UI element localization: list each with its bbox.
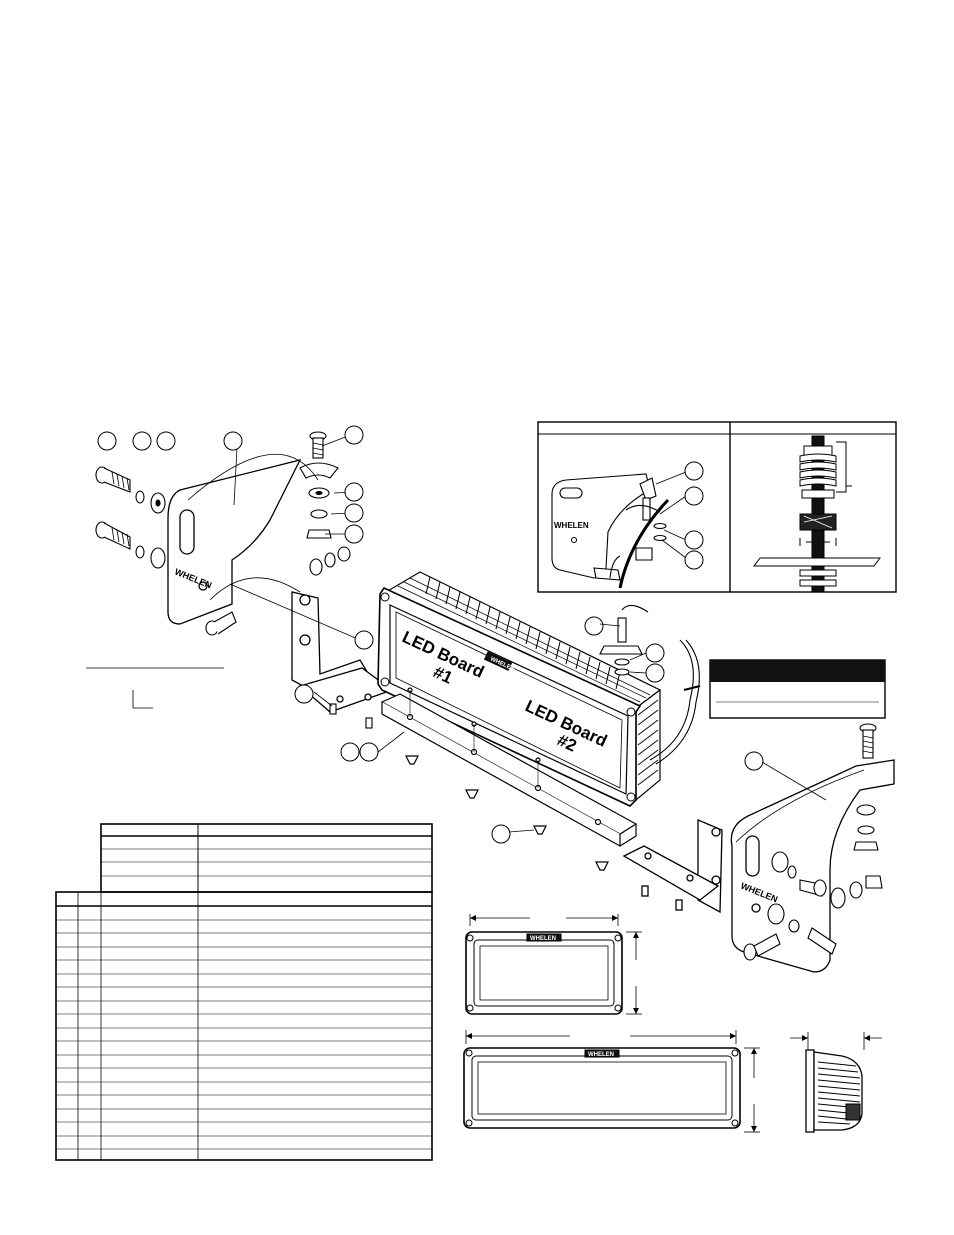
vertical-bolt-stack bbox=[299, 431, 339, 539]
left-swivel-arm bbox=[291, 591, 394, 713]
caution-box bbox=[709, 659, 886, 719]
housing-fins bbox=[425, 576, 621, 690]
large-head-front-view: WHELEN bbox=[463, 1030, 760, 1133]
large-head-brand: WHELEN bbox=[588, 1052, 614, 1058]
setscrew-2 bbox=[365, 717, 373, 729]
left-mounting-bracket: WHELEN bbox=[167, 459, 302, 625]
right-fasteners bbox=[743, 723, 883, 961]
right-leader-lines bbox=[508, 623, 865, 843]
inset-cable-grommet bbox=[753, 435, 881, 593]
lightbar-connector bbox=[599, 604, 701, 765]
inset-balloons bbox=[684, 461, 704, 570]
lightbar-housing: WHELEN bbox=[377, 571, 662, 807]
bolt-upper bbox=[95, 466, 131, 493]
lock-washer-lower bbox=[135, 545, 145, 559]
small-head-front-view: WHELEN bbox=[465, 914, 642, 1015]
right-swivel-arm bbox=[622, 819, 723, 914]
left-fasteners bbox=[95, 431, 373, 729]
inset-detail-panel: WHELEN bbox=[537, 421, 897, 593]
bolt-bracket-bottom bbox=[205, 611, 237, 636]
setscrew-1 bbox=[329, 703, 337, 715]
inset-bracket-brand: WHELEN bbox=[554, 521, 589, 530]
flat-washer-lower bbox=[150, 547, 166, 569]
left-item-balloons bbox=[97, 425, 764, 844]
mounting-rail bbox=[380, 687, 638, 871]
head-side-view bbox=[790, 1032, 882, 1133]
inset-bracket: WHELEN bbox=[551, 473, 670, 589]
parts-table bbox=[55, 823, 433, 1161]
lock-washer-upper bbox=[135, 490, 145, 504]
small-head-brand: WHELEN bbox=[530, 936, 556, 942]
bolt-lower bbox=[95, 521, 131, 550]
